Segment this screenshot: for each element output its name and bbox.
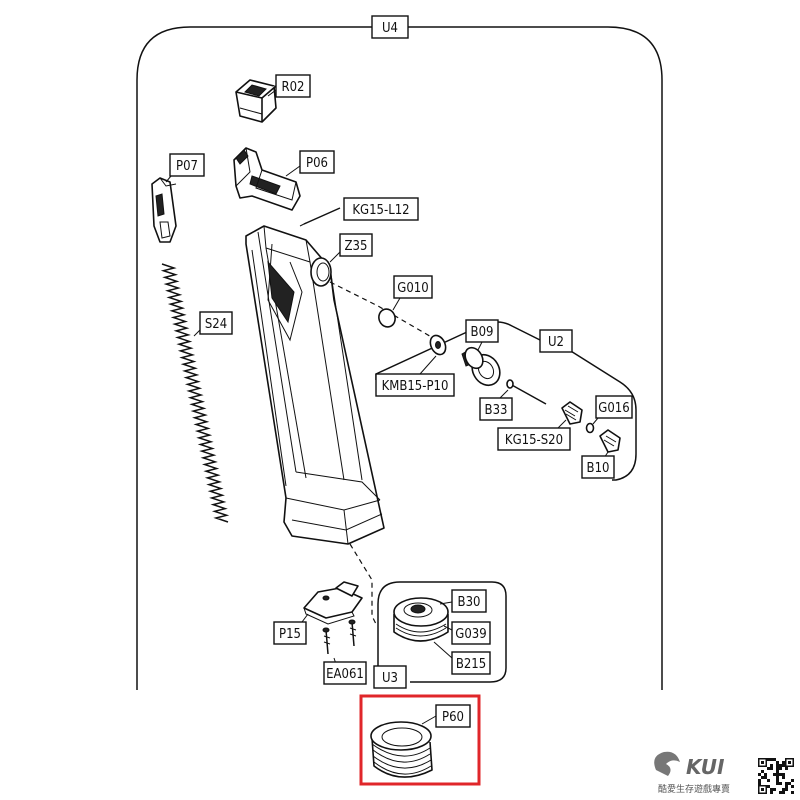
- svg-text:U3: U3: [382, 671, 398, 686]
- label-u2: U2: [539, 329, 573, 353]
- label-b09: B09: [465, 319, 499, 351]
- svg-text:B30: B30: [458, 595, 481, 610]
- part-kmb15-p10: [429, 334, 447, 356]
- svg-text:P60: P60: [442, 710, 464, 725]
- label-b30: B30: [439, 589, 487, 613]
- part-kg15-l12: [299, 207, 341, 227]
- part-g010: [378, 308, 396, 328]
- svg-text:P15: P15: [279, 627, 301, 642]
- part-g016: [585, 422, 595, 434]
- svg-text:R02: R02: [281, 80, 304, 95]
- label-p60: P60: [421, 704, 471, 728]
- part-p06: [233, 147, 301, 211]
- label-s24: S24: [193, 311, 233, 337]
- svg-text:U2: U2: [548, 335, 564, 350]
- part-r02: [235, 79, 277, 123]
- part-p15: [303, 581, 363, 625]
- svg-text:Z35: Z35: [345, 239, 368, 254]
- svg-text:B10: B10: [587, 461, 610, 476]
- svg-text:B33: B33: [485, 403, 508, 418]
- svg-text:KG15-S20: KG15-S20: [505, 433, 563, 448]
- part-p07: [151, 177, 177, 243]
- label-p07: P07: [165, 153, 205, 183]
- svg-text:P07: P07: [176, 159, 198, 174]
- brand-logo: KUI 酷愛生存遊戲專賣: [654, 751, 730, 795]
- assembly-u4-frame: [136, 26, 663, 690]
- label-p15: P15: [273, 613, 309, 645]
- label-z35: Z35: [329, 233, 373, 263]
- label-ea061: EA061: [323, 657, 367, 685]
- label-g039: G039: [443, 621, 491, 645]
- part-s24: [160, 263, 230, 523]
- svg-text:KG15-L12: KG15-L12: [352, 203, 409, 218]
- svg-text:B215: B215: [456, 657, 486, 672]
- svg-text:G016: G016: [598, 401, 629, 416]
- part-p60: [370, 721, 433, 778]
- part-b33: [506, 379, 547, 405]
- part-magazine-body: [245, 225, 385, 545]
- label-kg15-s20: KG15-S20: [497, 419, 571, 451]
- assembly-u3-frame: [377, 581, 507, 683]
- part-b30-piston: [393, 597, 449, 642]
- svg-text:G010: G010: [397, 281, 428, 296]
- svg-text:KUI: KUI: [686, 755, 725, 779]
- svg-text:酷愛生存遊戲專賣: 酷愛生存遊戲專賣: [658, 783, 730, 795]
- label-kg15-l12: KG15-L12: [343, 197, 419, 221]
- svg-text:P06: P06: [306, 156, 328, 171]
- qr-code: [758, 758, 794, 794]
- label-u3: U3: [373, 665, 407, 689]
- part-b10: [599, 429, 621, 453]
- label-b215: B215: [433, 641, 491, 675]
- svg-text:EA061: EA061: [326, 667, 364, 682]
- svg-text:B09: B09: [471, 325, 494, 340]
- highlight-box-p60: [359, 694, 481, 786]
- label-r02: R02: [267, 74, 311, 98]
- svg-text:KMB15-P10: KMB15-P10: [382, 379, 449, 394]
- svg-text:G039: G039: [455, 627, 486, 642]
- part-ea061-screws: [322, 619, 357, 655]
- label-b10: B10: [581, 451, 615, 479]
- part-b09: [461, 346, 501, 387]
- label-g010: G010: [392, 275, 433, 311]
- label-u4: U4: [371, 15, 409, 39]
- label-kmb15-p10: KMB15-P10: [375, 355, 455, 397]
- label-b33: B33: [479, 389, 513, 421]
- svg-text:S24: S24: [205, 317, 227, 332]
- svg-text:U4: U4: [382, 21, 398, 36]
- label-g016: G016: [592, 395, 633, 425]
- part-kg15-s20: [561, 401, 583, 425]
- label-p06: P06: [285, 150, 335, 177]
